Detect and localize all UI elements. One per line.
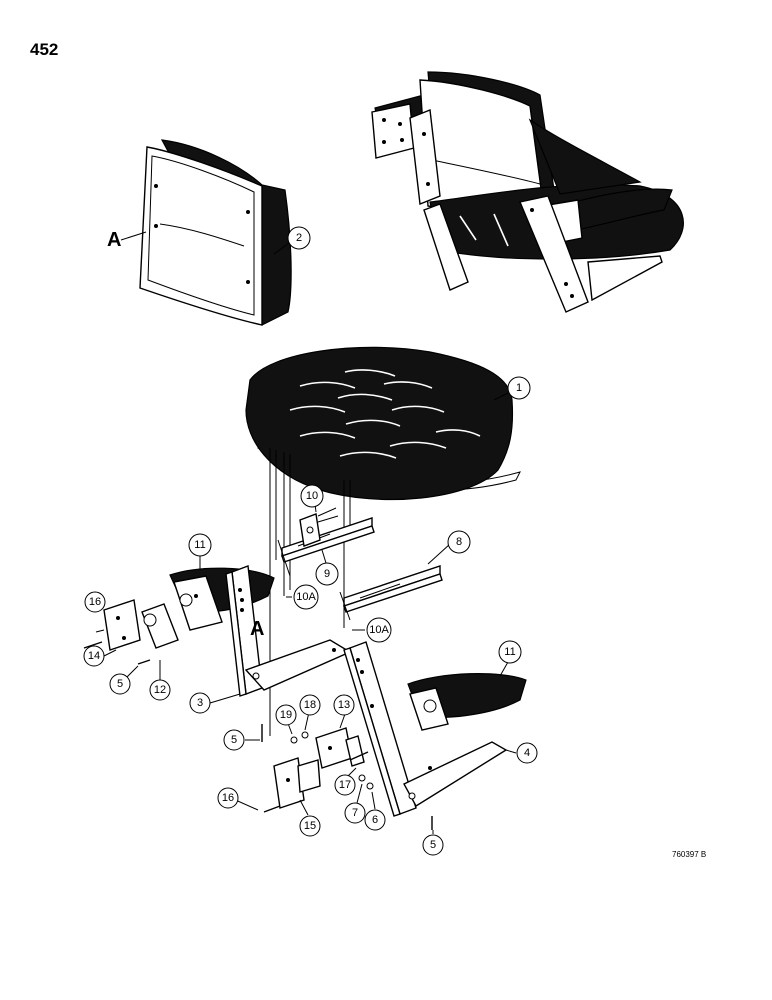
svg-text:5: 5 bbox=[430, 839, 436, 851]
page-number: 452 bbox=[30, 40, 59, 59]
callout-6: 6 bbox=[364, 809, 386, 831]
figure-code: 760397 B bbox=[672, 850, 707, 859]
callout-3: 3 bbox=[189, 692, 211, 714]
right-armrest-assembly bbox=[407, 673, 527, 731]
callout-5-bottom: 5 bbox=[422, 834, 444, 856]
callout-9: 9 bbox=[315, 562, 339, 586]
callout-17: 17 bbox=[334, 774, 356, 796]
svg-text:10: 10 bbox=[306, 490, 318, 502]
svg-text:6: 6 bbox=[372, 814, 378, 826]
svg-text:1: 1 bbox=[516, 382, 522, 394]
svg-text:10A: 10A bbox=[369, 624, 389, 636]
view-letter-a-upper: A bbox=[107, 229, 121, 251]
svg-text:3: 3 bbox=[197, 697, 203, 709]
callout-10a-lower: 10A bbox=[366, 617, 392, 643]
svg-text:7: 7 bbox=[352, 807, 358, 819]
callout-5-left: 5 bbox=[109, 673, 131, 695]
svg-text:10A: 10A bbox=[296, 591, 316, 603]
view-letter-a-lower: A bbox=[250, 618, 264, 640]
callout-19: 19 bbox=[275, 704, 297, 726]
callout-8: 8 bbox=[447, 530, 471, 554]
svg-text:8: 8 bbox=[456, 536, 462, 548]
slide-rail-lower bbox=[339, 565, 443, 621]
assembled-seat-view bbox=[371, 71, 684, 313]
svg-text:2: 2 bbox=[296, 232, 302, 244]
svg-text:4: 4 bbox=[524, 747, 530, 759]
slide-rail-upper bbox=[277, 507, 375, 577]
callout-2: 2 bbox=[287, 226, 311, 250]
callout-11-right: 11 bbox=[498, 640, 522, 664]
callout-4: 4 bbox=[516, 742, 538, 764]
callout-18: 18 bbox=[299, 694, 321, 716]
small-hardware bbox=[83, 641, 433, 830]
svg-text:17: 17 bbox=[339, 779, 351, 791]
callout-13: 13 bbox=[333, 694, 355, 716]
seat-back-part bbox=[139, 139, 292, 326]
callout-16-upper: 16 bbox=[84, 591, 106, 613]
svg-text:14: 14 bbox=[88, 650, 100, 662]
svg-text:16: 16 bbox=[89, 596, 101, 608]
svg-text:18: 18 bbox=[304, 699, 316, 711]
callout-10a-upper: 10A bbox=[293, 584, 319, 610]
svg-text:12: 12 bbox=[154, 684, 166, 696]
svg-text:13: 13 bbox=[338, 699, 350, 711]
callout-11-left: 11 bbox=[188, 533, 212, 557]
callout-5-middle: 5 bbox=[223, 729, 245, 751]
svg-text:19: 19 bbox=[280, 709, 292, 721]
callout-1: 1 bbox=[507, 376, 531, 400]
svg-text:15: 15 bbox=[304, 820, 316, 832]
right-support-bracket bbox=[343, 641, 508, 817]
pivot-bracket-13 bbox=[315, 727, 365, 769]
callout-15: 15 bbox=[299, 815, 321, 837]
svg-text:5: 5 bbox=[117, 678, 123, 690]
callout-12: 12 bbox=[149, 679, 171, 701]
callout-7: 7 bbox=[344, 802, 366, 824]
svg-text:16: 16 bbox=[222, 792, 234, 804]
callout-10: 10 bbox=[300, 484, 324, 508]
left-support-bracket bbox=[225, 565, 352, 697]
svg-text:11: 11 bbox=[194, 539, 205, 551]
callout-14: 14 bbox=[83, 645, 105, 667]
svg-text:11: 11 bbox=[504, 646, 515, 658]
callout-16-lower: 16 bbox=[217, 787, 239, 809]
svg-text:9: 9 bbox=[324, 568, 330, 580]
seat-cushion-part bbox=[245, 346, 521, 501]
mounting-plate-15 bbox=[273, 757, 321, 809]
svg-text:5: 5 bbox=[231, 734, 237, 746]
